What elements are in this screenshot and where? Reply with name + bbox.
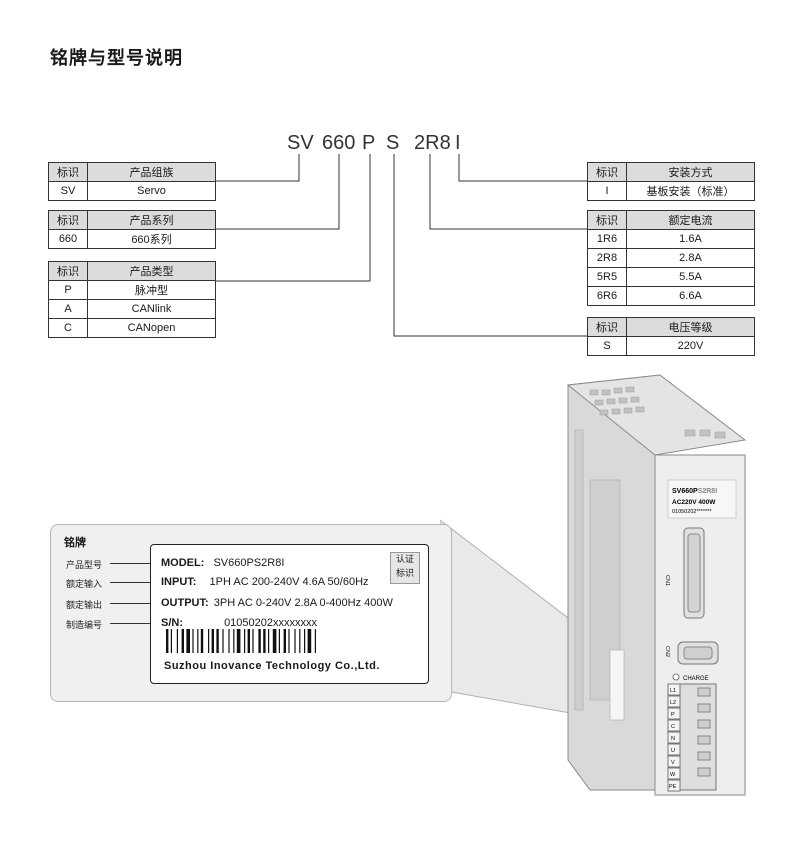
code-line: 660: [322, 132, 356, 154]
device-model: SV660PS2R8I: [672, 488, 717, 495]
plate-input-row: INPUT: 1PH AC 200-240V 4.6A 50/60Hz: [161, 576, 369, 588]
barcode-bar: [200, 629, 204, 653]
barcode-bar: [208, 629, 210, 653]
terminal-pe: PE: [669, 784, 677, 790]
barcode-bar: [263, 629, 266, 653]
terminal-p: P: [671, 712, 675, 718]
barcode-bar: [181, 629, 184, 653]
terminal-u: U: [671, 748, 675, 754]
arrow-output: [110, 603, 152, 604]
barcode-bar: [166, 629, 169, 653]
nameplate-heading: 铭牌: [64, 536, 86, 549]
barcode-bar: [272, 629, 277, 653]
barcode-bar: [197, 629, 199, 653]
barcode-bar: [244, 629, 246, 653]
terminal-l2: L2: [670, 700, 676, 706]
cn2-label: CN2: [664, 646, 670, 657]
barcode-bar: [299, 629, 301, 653]
terminal-n: N: [671, 736, 675, 742]
label-sn: 制造编号: [66, 621, 103, 631]
code-voltage: S: [386, 132, 400, 154]
barcode-bar: [304, 629, 306, 653]
plate-output-row: OUTPUT: 3PH AC 0-240V 2.8A 0-400Hz 400W: [161, 597, 393, 609]
device-serial: 01050202*******: [672, 509, 712, 515]
barcode-bar: [170, 629, 172, 653]
cn1-label: CN1: [664, 575, 670, 586]
terminal-l1: L1: [670, 688, 676, 694]
servo-drive-illustration: SV660PS2R8I AC220V 400W 01050202******* …: [440, 374, 747, 796]
barcode-bar: [247, 629, 250, 653]
code-install: I: [455, 132, 461, 154]
charge-label: CHARGE: [683, 676, 709, 682]
barcode-bar: [314, 629, 316, 653]
company-name: Suzhou Inovance Technology Co.,Ltd.: [164, 660, 380, 672]
arrow-sn: [110, 623, 152, 624]
barcode-bar: [258, 629, 261, 653]
barcode-bar: [283, 629, 286, 653]
plate-model-row: MODEL: SV660PS2R8I: [161, 557, 285, 569]
device-rating: AC220V 400W: [672, 499, 716, 506]
terminal-c: C: [671, 724, 675, 730]
barcode-bar: [211, 629, 214, 653]
code-current: 2R8: [414, 132, 451, 154]
barcode-bar: [228, 629, 230, 653]
plate-sn-row: S/N: 01050202xxxxxxxx: [161, 617, 318, 629]
barcode-bar: [222, 629, 224, 653]
barcode-bar: [176, 629, 178, 653]
code-series: SV: [287, 132, 314, 154]
barcode-bar: [236, 629, 241, 653]
label-input: 额定输入: [66, 580, 103, 590]
nameplate: MODEL: SV660PS2R8I INPUT: 1PH AC 200-240…: [150, 544, 429, 684]
barcode-bar: [252, 629, 254, 653]
barcode-bar: [294, 629, 296, 653]
barcode-bar: [268, 629, 270, 653]
page-title: 铭牌与型号说明: [50, 48, 183, 69]
barcode-bar: [216, 629, 219, 653]
arrow-model: [110, 563, 152, 564]
terminal-w: W: [670, 772, 676, 778]
code-type: P: [362, 132, 376, 154]
cert-mark: 认证 标识: [390, 552, 420, 584]
barcode-bar: [288, 629, 290, 653]
barcode-bar: [233, 629, 235, 653]
barcode-bar: [186, 629, 190, 653]
label-model: 产品型号: [66, 561, 103, 571]
barcode-bar: [307, 629, 312, 653]
label-output: 额定输出: [66, 601, 103, 611]
barcode: [166, 629, 316, 653]
arrow-input: [110, 582, 152, 583]
barcode-bar: [278, 629, 280, 653]
barcode-bar: [192, 629, 194, 653]
terminal-v: V: [671, 760, 675, 766]
